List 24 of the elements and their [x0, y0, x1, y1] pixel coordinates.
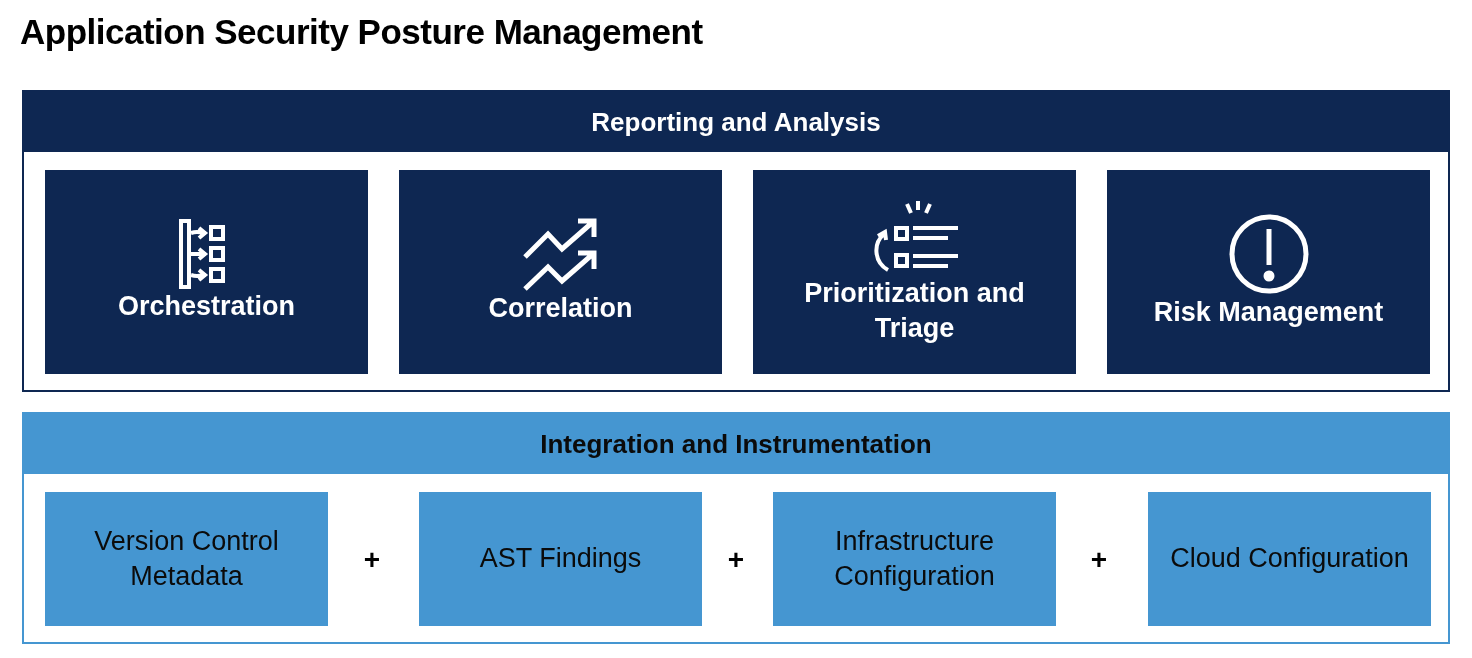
capability-label: Orchestration [117, 290, 295, 324]
data-source-box [1148, 492, 1431, 626]
data-source-label: Cloud Configuration [1170, 542, 1409, 576]
capability-card [753, 170, 1076, 374]
panel-header: Reporting and Analysis [24, 92, 1448, 152]
layer-panel [22, 412, 1450, 644]
data-source-box [45, 492, 328, 626]
data-source-label: Version Control Metadata [93, 524, 280, 593]
data-source-box [773, 492, 1056, 626]
capability-label: Correlation [488, 292, 633, 326]
data-source-box [419, 492, 702, 626]
data-source-label: AST Findings [479, 542, 642, 576]
diagram-title: Application Security Posture Management [20, 12, 703, 52]
capability-label: Prioritization and Triage [803, 276, 1026, 345]
capability-label: Risk Management [1153, 296, 1384, 330]
capability-card [1107, 170, 1430, 374]
layer-panel [22, 90, 1450, 392]
capability-card [399, 170, 722, 374]
plus-sign: + [1090, 544, 1108, 576]
panel-header: Integration and Instrumentation [24, 414, 1448, 474]
plus-sign: + [363, 544, 381, 576]
plus-sign: + [727, 544, 745, 576]
data-source-label: Infrastructure Configuration [833, 524, 996, 593]
capability-card [45, 170, 368, 374]
